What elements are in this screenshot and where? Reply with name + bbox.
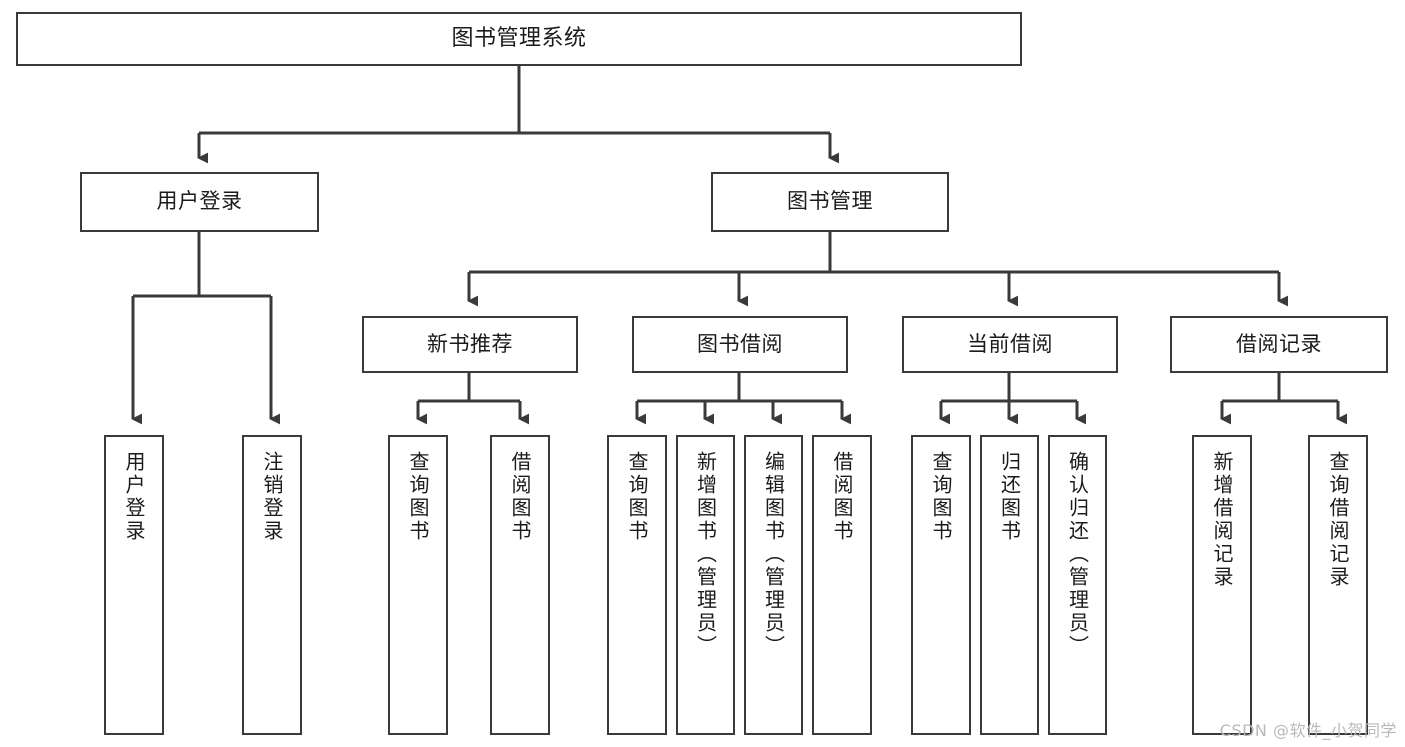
node-label: 查询图书 <box>406 451 430 543</box>
leaf-add-record[interactable]: 新增借阅记录 <box>1192 435 1252 735</box>
leaf-confirm-return[interactable]: 确认归还（管理员） <box>1048 435 1107 735</box>
leaf-query-book-1[interactable]: 查询图书 <box>388 435 448 735</box>
node-label: 图书借阅 <box>697 331 783 356</box>
leaf-borrow-book-2[interactable]: 借阅图书 <box>812 435 872 735</box>
leaf-add-book[interactable]: 新增图书（管理员） <box>676 435 735 735</box>
node-label: 查询借阅记录 <box>1326 451 1350 589</box>
node-label: 当前借阅 <box>967 331 1053 356</box>
leaf-query-book-2[interactable]: 查询图书 <box>607 435 667 735</box>
node-label: 用户登录 <box>122 451 146 543</box>
node-label: 借阅图书 <box>830 451 854 543</box>
node-book-manage[interactable]: 图书管理 <box>711 172 949 232</box>
node-user-login[interactable]: 用户登录 <box>80 172 319 232</box>
csdn-watermark: CSDN @软件_小贺同学 <box>1219 721 1397 740</box>
node-current-borrow[interactable]: 当前借阅 <box>902 316 1118 373</box>
node-label: 用户登录 <box>156 189 243 214</box>
leaf-borrow-book-1[interactable]: 借阅图书 <box>490 435 550 735</box>
node-label: 图书管理系统 <box>451 25 587 51</box>
node-label: 编辑图书（管理员） <box>761 451 786 658</box>
leaf-query-book-3[interactable]: 查询图书 <box>911 435 971 735</box>
node-book-borrow[interactable]: 图书借阅 <box>632 316 848 373</box>
leaf-return-book[interactable]: 归还图书 <box>980 435 1039 735</box>
node-label: 借阅图书 <box>508 451 532 543</box>
node-label: 新书推荐 <box>427 331 513 356</box>
leaf-edit-book[interactable]: 编辑图书（管理员） <box>744 435 803 735</box>
node-label: 查询图书 <box>929 451 953 543</box>
node-label: 新增图书（管理员） <box>693 451 718 658</box>
node-label: 新增借阅记录 <box>1210 451 1234 589</box>
node-root-system[interactable]: 图书管理系统 <box>16 12 1022 66</box>
node-label: 图书管理 <box>787 189 873 214</box>
leaf-query-record[interactable]: 查询借阅记录 <box>1308 435 1368 735</box>
node-borrow-record[interactable]: 借阅记录 <box>1170 316 1388 373</box>
node-label: 确认归还（管理员） <box>1065 451 1090 658</box>
node-new-book-recommend[interactable]: 新书推荐 <box>362 316 578 373</box>
node-label: 归还图书 <box>997 451 1022 543</box>
node-label: 注销登录 <box>260 451 284 543</box>
node-label: 查询图书 <box>625 451 649 543</box>
leaf-logout-login[interactable]: 注销登录 <box>242 435 302 735</box>
node-label: 借阅记录 <box>1236 331 1322 356</box>
leaf-user-login[interactable]: 用户登录 <box>104 435 164 735</box>
